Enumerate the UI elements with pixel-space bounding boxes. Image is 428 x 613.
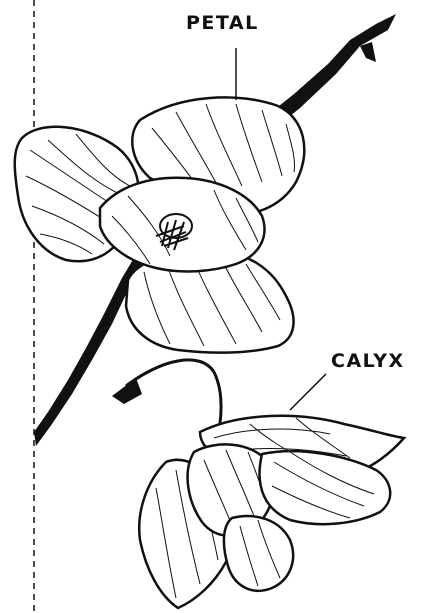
calyx-leader-line: [290, 374, 326, 410]
calyx-label: CALYX: [331, 352, 405, 371]
petal-label: PETAL: [186, 14, 259, 33]
lower-petal-bottom: [224, 516, 293, 591]
